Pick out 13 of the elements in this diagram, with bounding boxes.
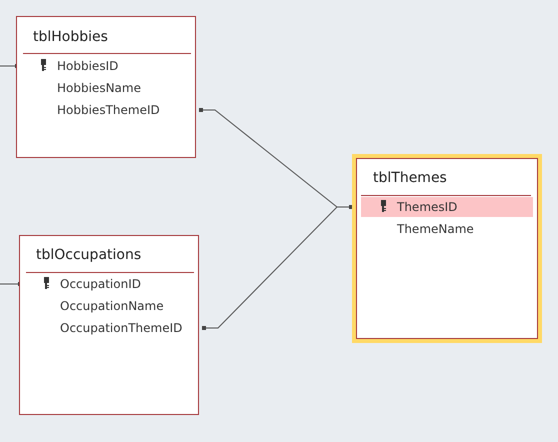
field-name: OccupationThemeID [60, 321, 182, 335]
table-name: tblOccupations [36, 247, 142, 263]
field-name: ThemesID [397, 200, 458, 214]
field-name: HobbiesThemeID [57, 103, 160, 117]
field-name: HobbiesName [57, 81, 141, 95]
table-name: tblThemes [373, 170, 447, 186]
field-name: ThemeName [397, 222, 474, 236]
table-name: tblHobbies [33, 29, 108, 45]
field-name: OccupationName [60, 299, 164, 313]
field-name: OccupationID [60, 277, 141, 291]
table-box [19, 235, 199, 415]
field-name: HobbiesID [57, 59, 118, 73]
table-box [16, 16, 196, 158]
